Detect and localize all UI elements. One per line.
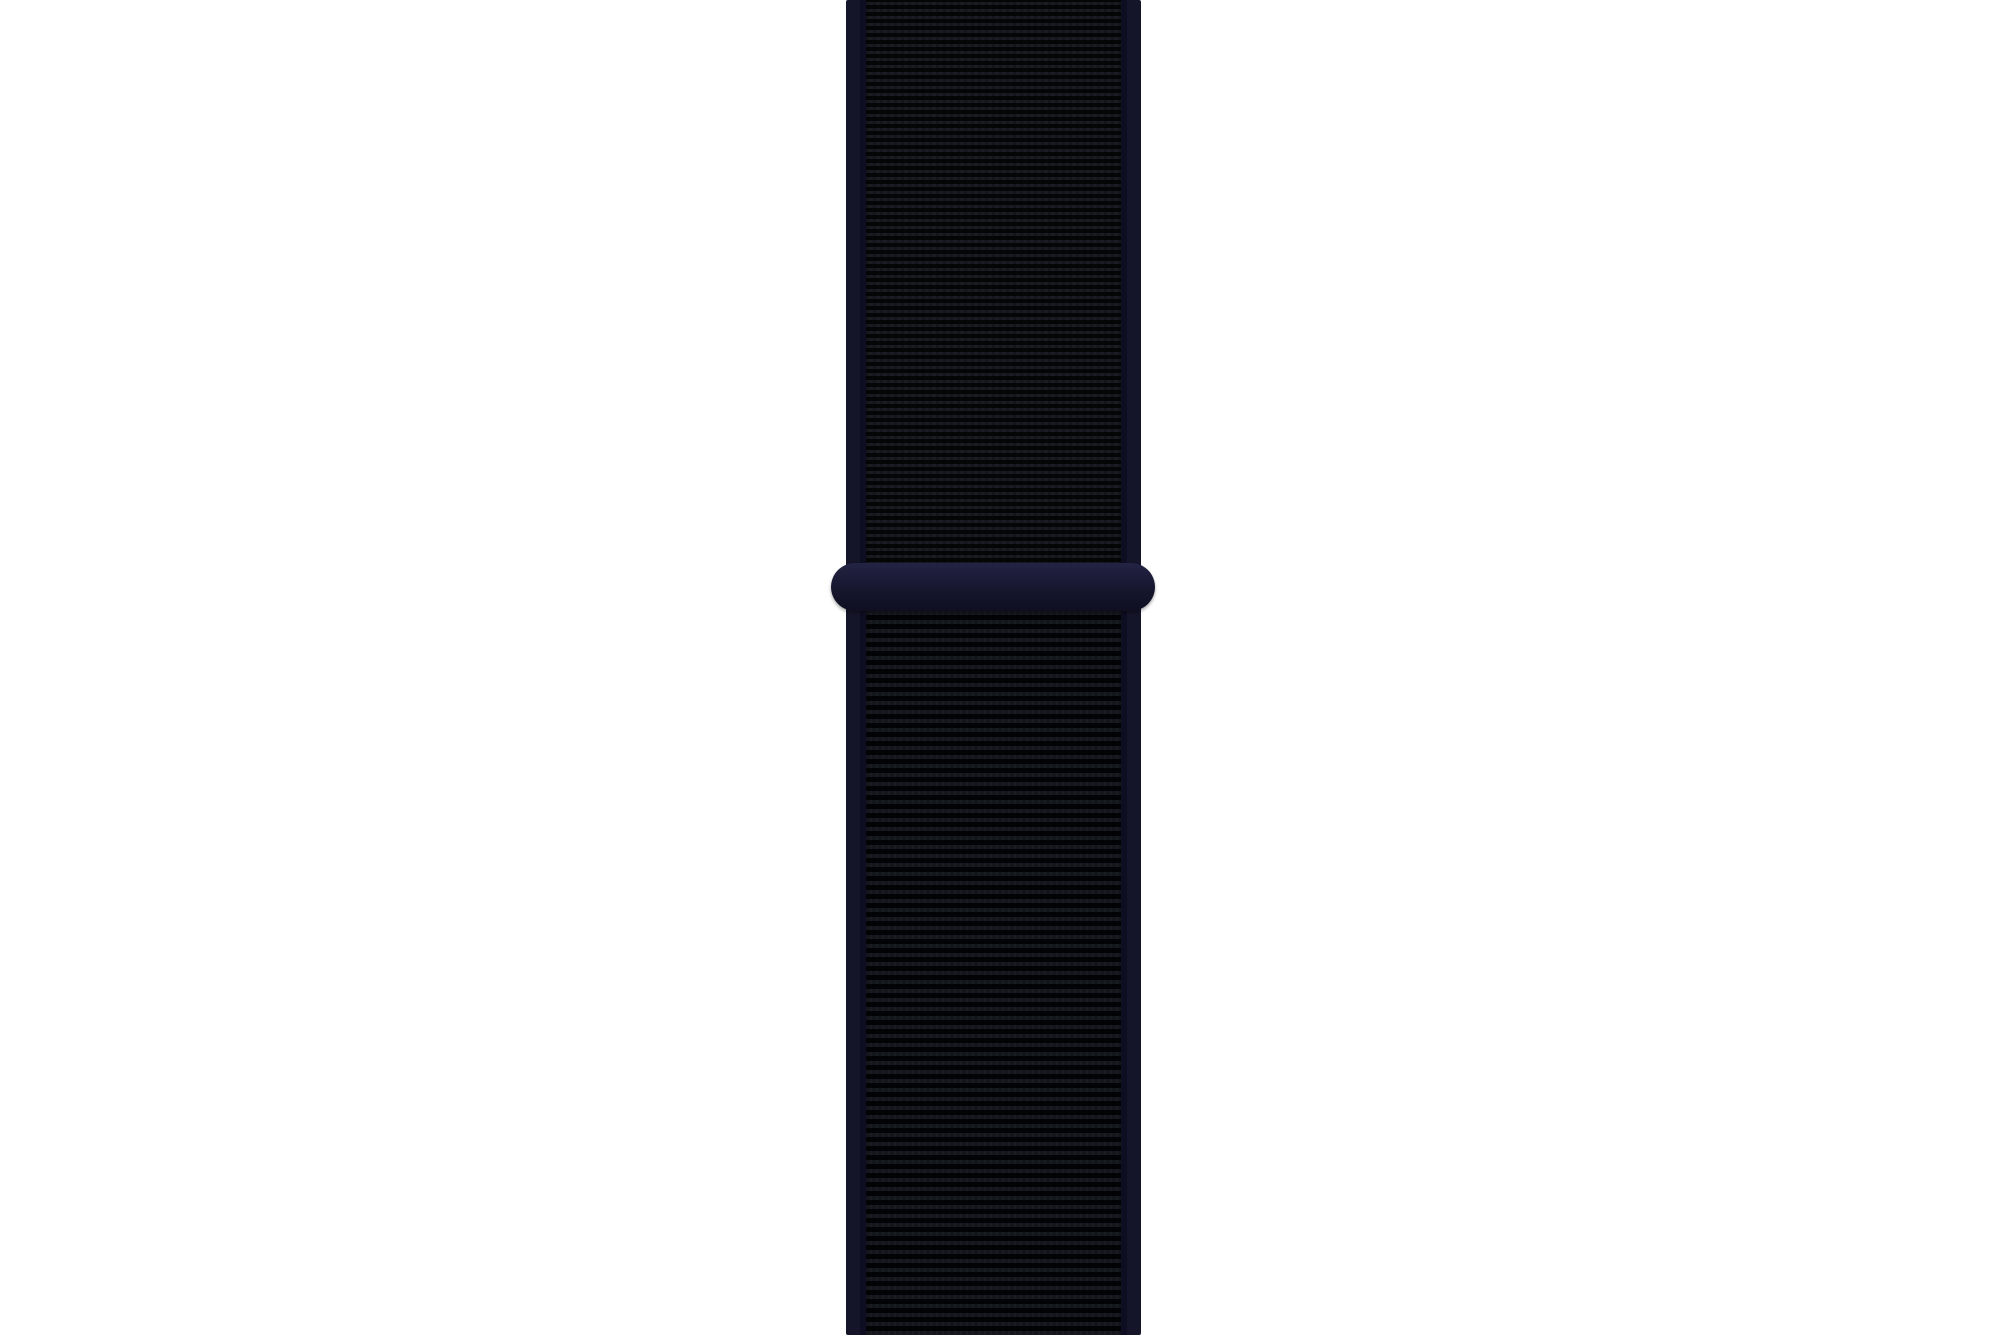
watch-band: [846, 0, 1141, 1335]
band-edge-right: [1121, 0, 1127, 1335]
band-edge-left: [860, 0, 866, 1335]
band-weave-upper: [866, 0, 1121, 565]
band-keeper-loop: [831, 563, 1155, 611]
band-weave-lower: [866, 610, 1121, 1335]
